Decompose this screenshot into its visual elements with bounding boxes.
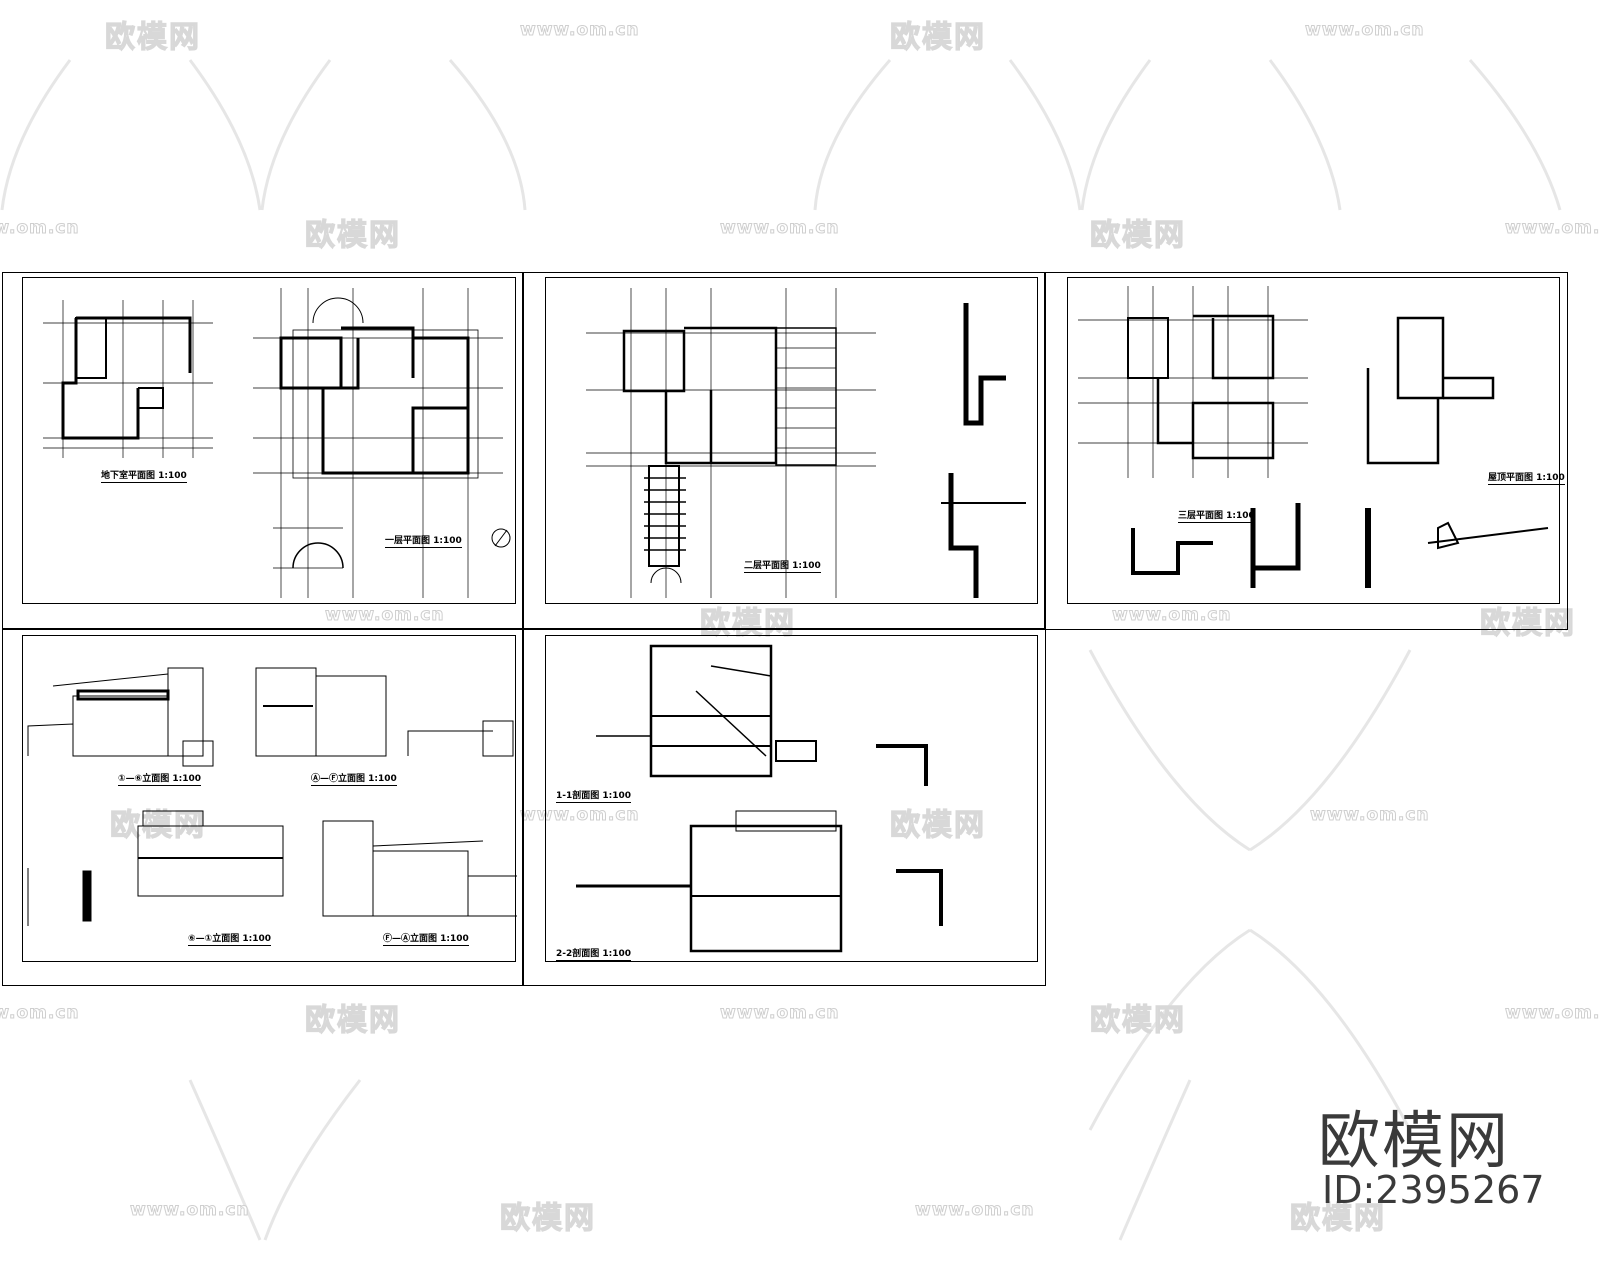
drawing-title: 地下室平面图 1:100 [101,468,187,483]
drawing-title: 二层平面图 1:100 [744,558,821,573]
watermark-url: www.om.cn [1310,805,1430,826]
drawing-title: ①—⑥立面图 1:100 [118,771,202,786]
watermark-url: www.om.cn [1305,20,1425,41]
sheet-3-border [1044,272,1568,630]
drawing-title: 一层平面图 1:100 [385,533,462,548]
drawing-title: 屋顶平面图 1:100 [1488,470,1565,485]
watermark-url: www.om.cn [720,218,840,239]
sheet-2-border [522,272,1046,630]
first-floor-plan-drawing [43,288,511,598]
brand-id: ID:2395267 [1322,1168,1545,1212]
sheet-5-frame: 1-1剖面图 1:100 2-2剖面图 1:100 [545,635,1038,962]
watermark-url: www.om.cn [720,1003,840,1024]
watermark-url: www.om.cn [915,1200,1035,1221]
sheet-2-frame: 二层平面图 1:100 [545,277,1038,604]
watermark-url: www.om.cn [1505,1003,1600,1024]
sheet-1-border [2,272,524,630]
sheet-1-frame: 地下室平面图 1:100 一层平面图 1:100 [22,277,516,604]
sheet-4-border [2,628,524,986]
drawing-title: ⑥—①立面图 1:100 [188,931,272,946]
drawing-title: 1-1剖面图 1:100 [556,788,632,803]
watermark-logo: 欧模网 [889,19,986,55]
sheet-5-border [522,628,1046,986]
watermark-url: www.om.cn [1505,218,1600,239]
second-floor-plan-drawing [586,288,1026,598]
brand-name: 欧模网 [1318,1104,1511,1177]
drawing-title: 2-2剖面图 1:100 [556,946,632,961]
elevations-drawing [27,667,517,926]
watermark-url: www.om.cn [0,218,80,239]
third-floor-plan-drawing [1078,286,1549,588]
watermark-url: www.om.cn [520,20,640,41]
watermark-logo: 欧模网 [104,19,201,55]
watermark-url: www.om.cn [130,1200,250,1221]
sheet-3-frame: 三层平面图 1:100 屋顶平面图 1:100 [1067,277,1565,604]
drawing-title: Ⓐ—Ⓕ立面图 1:100 [311,771,397,786]
sheet-4-frame: ①—⑥立面图 1:100 Ⓐ—Ⓕ立面图 1:100 ⑥—①立面图 1:100 Ⓕ… [22,635,517,962]
sections-drawing [576,644,943,953]
watermark-logo: 欧模网 [304,217,401,253]
watermark-url: www.om.cn [0,1003,80,1024]
watermark-logo: 欧模网 [1089,1002,1186,1038]
watermark-logo: 欧模网 [304,1002,401,1038]
watermark-logo: 欧模网 [1089,217,1186,253]
drawing-title: Ⓕ—Ⓐ立面图 1:100 [383,931,469,946]
watermark-logo: 欧模网 [499,1200,596,1236]
drawing-title: 三层平面图 1:100 [1178,508,1255,523]
